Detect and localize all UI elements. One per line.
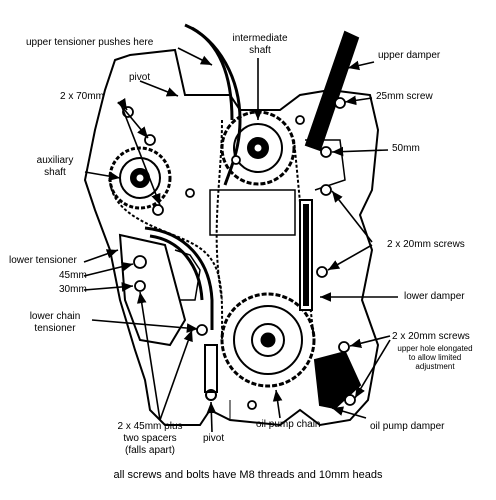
label-upper-hole-note-line3: adjustment [415, 362, 455, 371]
label-2x70mm: 2 x 70mm [60, 91, 104, 102]
label-2x20mm-screws-lower: 2 x 20mm screws [392, 331, 470, 342]
lower-tensioner-body [118, 233, 187, 347]
label-auxiliary-shaft-line1: auxiliary [36, 155, 74, 166]
label-intermediate-shaft-line2: shaft [249, 45, 271, 56]
label-lower-damper: lower damper [404, 291, 465, 302]
intermediate-shaft-sprocket [220, 110, 296, 186]
oil-pump-sprocket [220, 292, 316, 388]
label-upper-hole-note-line2: to allow limited [408, 353, 462, 362]
label-oil-pump-chain: oil pump chain [256, 419, 321, 430]
label-30mm: 30mm [59, 284, 87, 295]
lower-tensioner-arm [144, 226, 214, 330]
pivot-post [204, 344, 218, 401]
label-oil-pump-damper: oil pump damper [370, 421, 445, 432]
label-spacers-line2: two spacers [123, 433, 177, 444]
label-25mm-screw: 25mm screw [376, 91, 433, 102]
label-lower-chain-tensioner-line1: lower chain [29, 311, 81, 322]
label-lower-tensioner: lower tensioner [9, 255, 77, 266]
bolt-heads [122, 97, 356, 410]
diagram-caption: all screws and bolts have M8 threads and… [113, 469, 383, 481]
label-pivot-bottom: pivot [203, 433, 225, 444]
upper-tensioner [184, 23, 242, 186]
label-upper-damper: upper damper [378, 50, 441, 61]
label-spacers-line3: (falls apart) [124, 445, 175, 456]
label-lower-chain-tensioner-line2: tensioner [34, 323, 76, 334]
lower-damper-blade [299, 199, 313, 311]
label-pivot-top: pivot [129, 72, 151, 83]
label-50mm: 50mm [392, 143, 420, 154]
label-auxiliary-shaft-line2: shaft [44, 167, 66, 178]
label-spacers-line1: 2 x 45mm plus [117, 421, 183, 432]
upper-damper-blade [304, 30, 360, 152]
label-intermediate-shaft-line1: intermediate [232, 33, 288, 44]
label-upper-hole-note-line1: upper hole elongated [397, 344, 473, 353]
label-45mm: 45mm [59, 270, 87, 281]
label-2x20mm-screws-upper: 2 x 20mm screws [387, 239, 465, 250]
label-upper-tensioner-pushes: upper tensioner pushes here [26, 37, 154, 48]
leader-arrows [83, 47, 398, 433]
auxiliary-shaft-sprocket [108, 146, 172, 210]
